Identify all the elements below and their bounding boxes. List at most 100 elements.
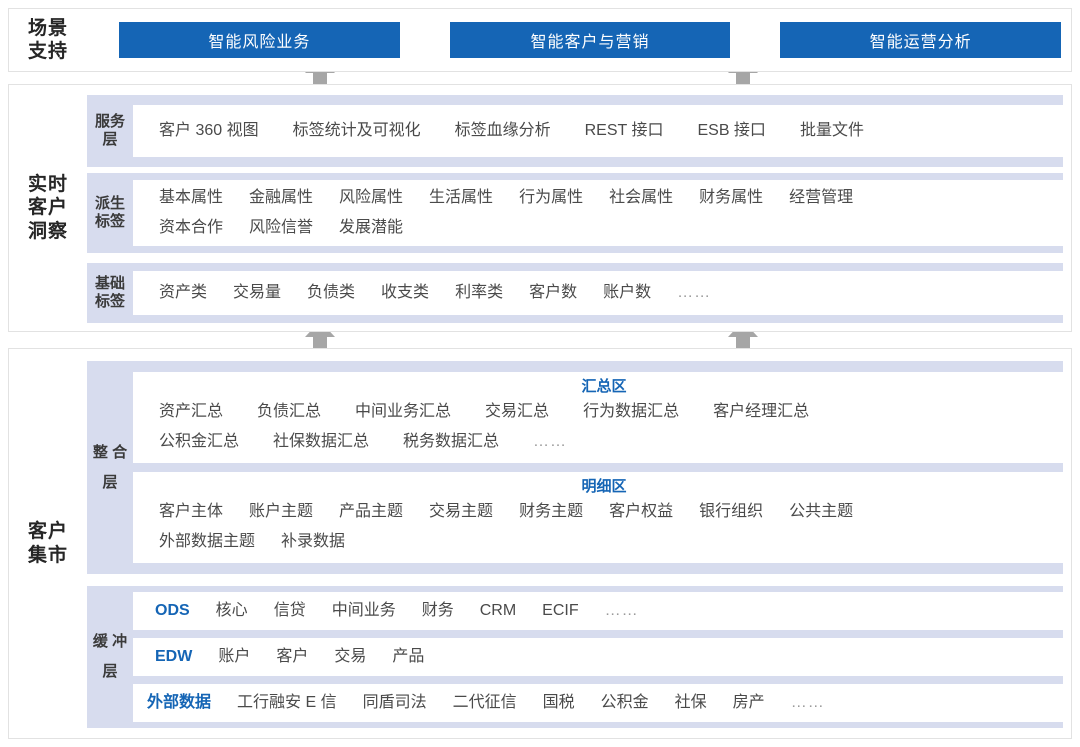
item-transaction-volume[interactable]: 交易量 <box>233 284 282 302</box>
scene-button-risk[interactable]: 智能风险业务 <box>119 22 400 58</box>
item-behavior-attribute[interactable]: 行为属性 <box>519 189 584 207</box>
item-transaction[interactable]: 交易 <box>334 648 367 666</box>
item-national-tax[interactable]: 国税 <box>542 694 575 712</box>
item-housing-fund-summary[interactable]: 公积金汇总 <box>159 432 240 450</box>
item-customer-entity[interactable]: 客户主体 <box>159 503 224 521</box>
item-product-subject[interactable]: 产品主题 <box>339 503 404 521</box>
item-intermediary-business[interactable]: 中间业务 <box>331 602 396 620</box>
item-bank-organization[interactable]: 银行组织 <box>699 503 764 521</box>
buffer-head-ods[interactable]: ODS <box>155 602 190 620</box>
item-liability-summary[interactable]: 负债汇总 <box>257 403 322 421</box>
item-tax-data-summary[interactable]: 税务数据汇总 <box>403 432 500 450</box>
layer-label-buffer-char1: 缓 <box>92 633 108 650</box>
layer-body-derived-tags: 基本属性 金融属性 风险属性 生活属性 行为属性 社会属性 财务属性 经营管理 … <box>133 173 1063 253</box>
layer-body-basic-tags: 资产类 交易量 负债类 收支类 利率类 客户数 账户数 …… <box>133 263 1063 323</box>
item-row: 资产汇总 负债汇总 中间业务汇总 交易汇总 行为数据汇总 客户经理汇总 <box>159 397 1049 427</box>
layer-label-integration-char2: 合 <box>112 443 128 461</box>
item-account[interactable]: 账户 <box>218 648 251 666</box>
item-tongdun-judicial[interactable]: 同盾司法 <box>362 694 427 712</box>
buffer-head-edw[interactable]: EDW <box>155 648 193 666</box>
item-row: 外部数据 工行融安 E 信 同盾司法 二代征信 国税 公积金 社保 房产 …… <box>147 688 1049 718</box>
layer-label-service-line2: 层 <box>102 131 118 148</box>
layer-label-buffer-char2: 冲 <box>112 633 128 650</box>
layer-derived-tags: 派生 标签 基本属性 金融属性 风险属性 生活属性 行为属性 社会属性 财务属性… <box>87 173 1063 253</box>
layer-label-basic-line2: 标签 <box>94 293 125 310</box>
item-liability-class[interactable]: 负债类 <box>307 284 356 302</box>
item-second-gen-credit-report[interactable]: 二代征信 <box>452 694 517 712</box>
item-product[interactable]: 产品 <box>392 648 425 666</box>
item-row: 客户 360 视图 标签统计及可视化 标签血缘分析 REST 接口 ESB 接口… <box>159 116 1049 146</box>
item-finance-attribute[interactable]: 财务属性 <box>699 189 764 207</box>
item-customer[interactable]: 客户 <box>276 648 309 666</box>
item-social-security-data-summary[interactable]: 社保数据汇总 <box>273 432 370 450</box>
layer-label-integration-char1: 整 <box>92 443 108 461</box>
item-real-estate[interactable]: 房产 <box>732 694 765 712</box>
item-interest-rate-class[interactable]: 利率类 <box>455 284 504 302</box>
item-asset-class[interactable]: 资产类 <box>159 284 208 302</box>
item-account-count[interactable]: 账户数 <box>603 284 652 302</box>
item-asset-summary[interactable]: 资产汇总 <box>159 403 224 421</box>
item-row: 基本属性 金融属性 风险属性 生活属性 行为属性 社会属性 财务属性 经营管理 <box>159 183 1049 213</box>
item-transaction-summary[interactable]: 交易汇总 <box>485 403 550 421</box>
layer-label-basic-tags: 基础 标签 <box>87 263 133 323</box>
item-risk-reputation[interactable]: 风险信誉 <box>249 219 314 236</box>
layer-label-service: 服务 层 <box>87 95 133 167</box>
layer-integration: 整 合 层 汇总区 资产汇总 负债汇总 中间业务汇总 交易汇总 行为数据汇总 客… <box>87 361 1063 574</box>
group-label-mart-line2: 集市 <box>27 544 68 566</box>
item-public-subject[interactable]: 公共主题 <box>789 503 854 521</box>
item-capital-cooperation[interactable]: 资本合作 <box>159 219 224 236</box>
item-credit[interactable]: 信贷 <box>273 602 306 620</box>
scene-button-row: 智能风险业务 智能客户与营销 智能运营分析 <box>119 9 1062 71</box>
item-housing-fund[interactable]: 公积金 <box>600 694 649 712</box>
item-crm[interactable]: CRM <box>479 602 517 620</box>
item-financial-attribute[interactable]: 金融属性 <box>249 189 314 207</box>
item-finance-subject[interactable]: 财务主题 <box>519 503 584 521</box>
buffer-head-external-data[interactable]: 外部数据 <box>147 694 212 712</box>
item-social-security[interactable]: 社保 <box>674 694 707 712</box>
item-development-potential[interactable]: 发展潜能 <box>339 219 404 236</box>
item-tag-stats-visualization[interactable]: 标签统计及可视化 <box>292 122 421 140</box>
layer-label-integration-char3: 层 <box>102 473 118 491</box>
item-social-attribute[interactable]: 社会属性 <box>609 189 674 207</box>
scene-support-panel: 场景 支持 智能风险业务 智能客户与营销 智能运营分析 <box>8 8 1072 72</box>
scene-button-customer-marketing[interactable]: 智能客户与营销 <box>449 22 731 58</box>
layer-label-derived-line1: 派生 <box>94 195 125 212</box>
flow-up-arrow-scene-right <box>726 54 760 88</box>
item-customer-count[interactable]: 客户数 <box>529 284 578 302</box>
item-account-manager-summary[interactable]: 客户经理汇总 <box>713 403 810 421</box>
item-business-management[interactable]: 经营管理 <box>789 189 854 207</box>
layer-label-service-line1: 服务 <box>94 113 125 130</box>
group-label-scene-line1: 场景 <box>27 17 68 39</box>
layer-buffer: 缓 冲 层 ODS 核心 信贷 中间业务 财务 CRM ECIF <box>87 586 1063 728</box>
layer-label-buffer-char3: 层 <box>102 663 118 680</box>
buffer-row-external-data: 外部数据 工行融安 E 信 同盾司法 二代征信 国税 公积金 社保 房产 …… <box>133 684 1063 722</box>
item-behavior-data-summary[interactable]: 行为数据汇总 <box>583 403 680 421</box>
item-risk-attribute[interactable]: 风险属性 <box>339 189 404 207</box>
item-supplementary-data[interactable]: 补录数据 <box>281 532 346 550</box>
item-icbc-rongan-e-xin[interactable]: 工行融安 E 信 <box>237 694 337 712</box>
zone-detail: 明细区 客户主体 账户主题 产品主题 交易主题 财务主题 客户权益 银行组织 公… <box>133 472 1063 563</box>
item-batch-file[interactable]: 批量文件 <box>799 122 864 140</box>
item-core[interactable]: 核心 <box>215 602 248 620</box>
item-intermediary-business-summary[interactable]: 中间业务汇总 <box>355 403 452 421</box>
item-life-attribute[interactable]: 生活属性 <box>429 189 494 207</box>
item-customer-360-view[interactable]: 客户 360 视图 <box>159 122 259 140</box>
item-esb-interface[interactable]: ESB 接口 <box>697 122 766 140</box>
item-customer-rights[interactable]: 客户权益 <box>609 503 674 521</box>
item-income-expense-class[interactable]: 收支类 <box>381 284 430 302</box>
item-rest-interface[interactable]: REST 接口 <box>584 122 664 140</box>
item-finance[interactable]: 财务 <box>421 602 454 620</box>
group-label-scene-support: 场景 支持 <box>9 9 87 71</box>
item-basic-attribute[interactable]: 基本属性 <box>159 189 224 207</box>
zone-title-summary: 汇总区 <box>581 377 627 395</box>
scene-button-operations-analysis[interactable]: 智能运营分析 <box>780 22 1062 58</box>
item-external-data-subject[interactable]: 外部数据主题 <box>159 532 256 550</box>
item-account-subject[interactable]: 账户主题 <box>249 503 314 521</box>
item-ecif[interactable]: ECIF <box>542 602 579 620</box>
item-transaction-subject[interactable]: 交易主题 <box>429 503 494 521</box>
group-label-mart-line1: 客户 <box>27 521 68 543</box>
group-label-insight-line1: 实时 <box>27 174 68 196</box>
item-tag-lineage-analysis[interactable]: 标签血缘分析 <box>454 122 551 140</box>
item-ellipsis: …… <box>677 284 712 302</box>
